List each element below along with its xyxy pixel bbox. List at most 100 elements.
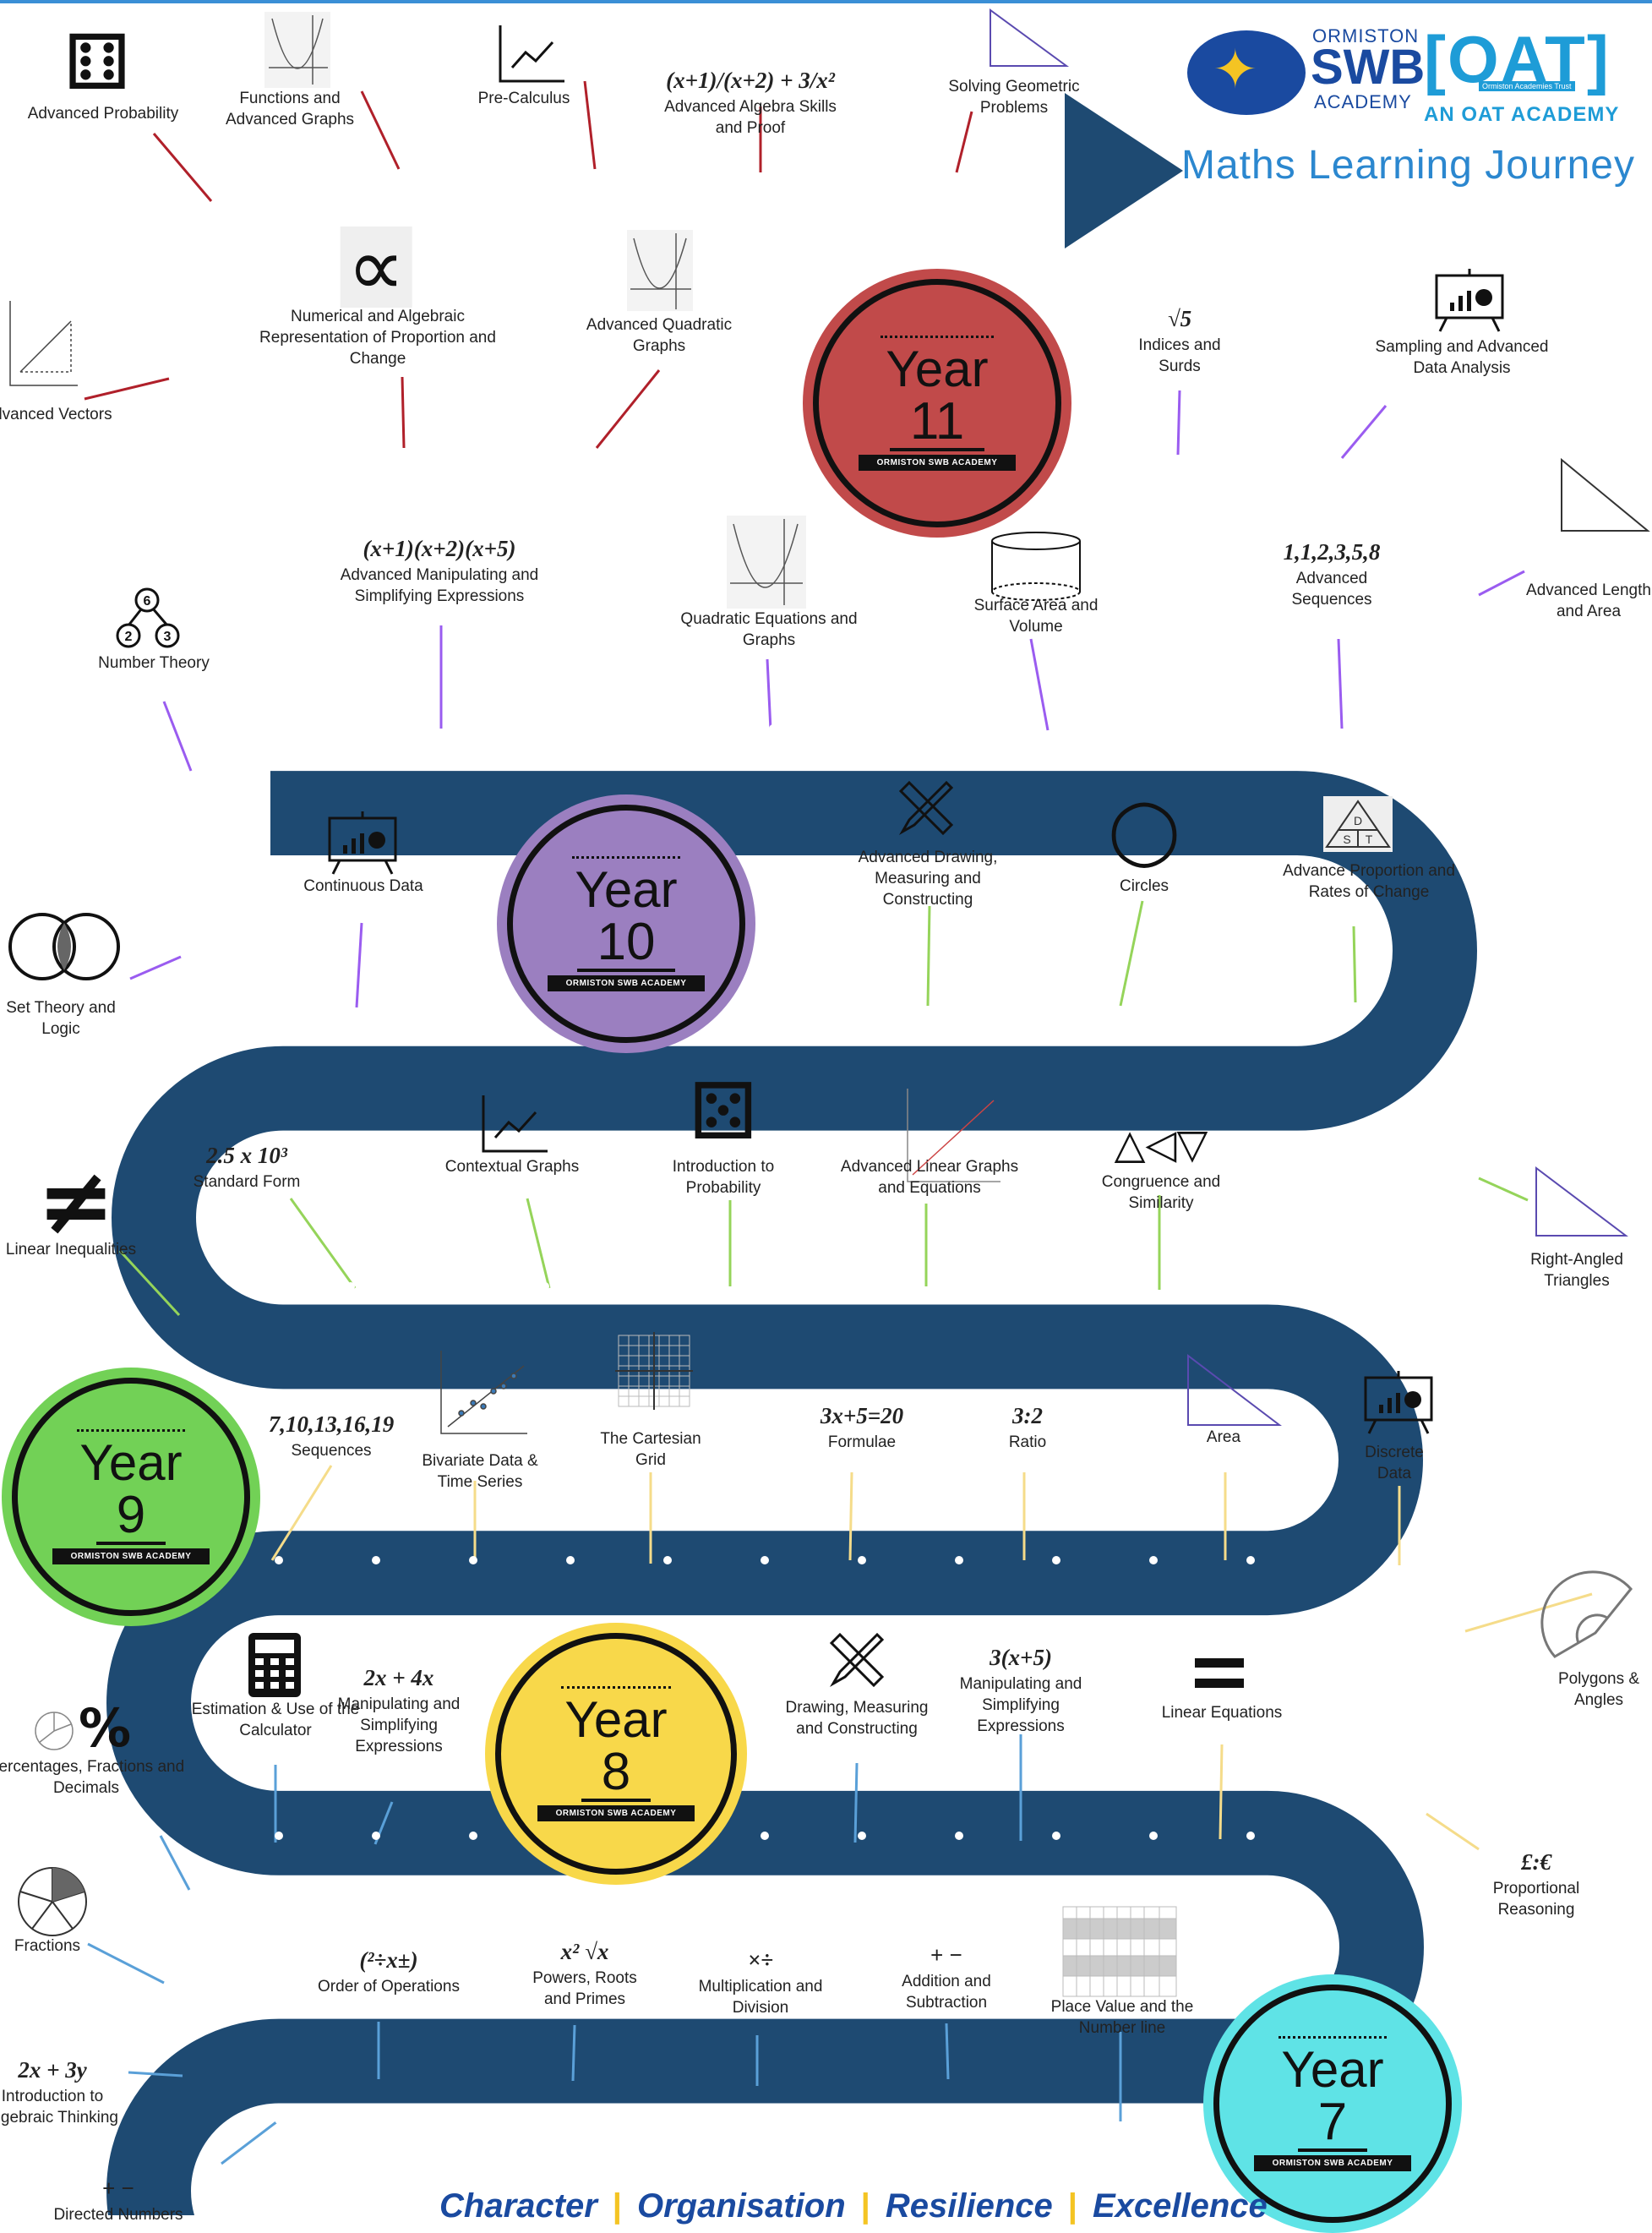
pencil-ruler-icon [898, 780, 954, 836]
topic-label: Continuous Data [296, 876, 431, 897]
svg-text:S: S [1343, 833, 1350, 846]
topic-label: Quadratic Equations and Graphs [668, 609, 870, 651]
presentation-chart-icon [1364, 1371, 1433, 1434]
page-title: Maths Learning Journey [1181, 143, 1635, 188]
svg-text:6: 6 [144, 594, 151, 609]
topic-name: Estimation & Use of the Calculator [191, 1701, 360, 1739]
road-dot [1052, 1556, 1060, 1564]
road-dot [372, 1556, 380, 1564]
protractor-icon [1540, 1570, 1633, 1658]
value-separator: | [860, 2187, 870, 2225]
topic-label: Advanced Linear Graphs and Equations [832, 1156, 1027, 1198]
road-dot [638, 445, 646, 454]
topic-name: Surface Area and Volume [973, 597, 1099, 636]
road-dot [380, 724, 389, 733]
logo-ormiston: ORMISTON [1312, 25, 1420, 46]
connector-line [945, 2023, 950, 2080]
topic-name: Circles [1119, 877, 1169, 895]
year-number: 10 [576, 916, 676, 972]
topic-name: Discrete Data [1365, 1444, 1424, 1482]
topic-name: Formulae [827, 1433, 897, 1451]
topic-name: Drawing, Measuring and Constructing [785, 1699, 929, 1738]
year-label: Year [564, 1691, 668, 1748]
star-icon: ✦ [1213, 39, 1258, 100]
road-dot [930, 1282, 938, 1291]
parabola-graph-icon [627, 230, 693, 311]
road-dot [955, 2116, 963, 2124]
school-value: Resilience [885, 2187, 1053, 2225]
connector-line [526, 1198, 551, 1289]
triangles-icon: △◁▽ [1114, 1121, 1208, 1168]
road-dot [866, 724, 875, 733]
connector-line [360, 90, 401, 170]
topic-formula: 2x + 4x [363, 1665, 434, 1690]
topic-label: Bivariate Data & Time Series [412, 1450, 548, 1493]
proportional-icon: ∝ [340, 227, 412, 308]
pie-chart-icon [35, 1712, 74, 1750]
svg-text:T: T [1366, 833, 1373, 846]
topic-name: Sampling and Advanced Data Analysis [1375, 338, 1549, 377]
topic-name: Contextual Graphs [444, 1158, 580, 1176]
topic-name: Number Theory [98, 654, 210, 672]
road-dot [672, 724, 680, 733]
road-dot [541, 1282, 549, 1291]
logo-academy: ACADEMY [1314, 91, 1412, 112]
topic-name: Ratio [1008, 1433, 1047, 1451]
connector-line [129, 955, 182, 980]
connector-line [571, 2024, 576, 2082]
connector-line [355, 922, 363, 1008]
topic-label: Linear Equations [1142, 1702, 1302, 1723]
road-dot [249, 1003, 258, 1012]
connector-line [1219, 1744, 1224, 1840]
trend-chart-icon [482, 1095, 548, 1153]
topic-formula: √5 [1167, 306, 1192, 331]
topic-name: Percentages, Fractions and Decimals [0, 1758, 185, 1797]
road-dot [372, 2116, 380, 2124]
topic-name: Manipulating and Simplifying Expressions [337, 1695, 461, 1755]
topic-formula: 2.5 x 10³ [206, 1143, 287, 1168]
connector-line [1352, 925, 1357, 1003]
road-dot [955, 1556, 963, 1564]
topic-label: (x+1)(x+2)(x+5)Advanced Manipulating and… [334, 534, 545, 607]
topic-formula: 7,10,13,16,19 [268, 1411, 395, 1437]
factor-tree-icon: 6 2 3 [116, 587, 180, 648]
topic-name: Order of Operations [318, 1978, 460, 1996]
road-dot [663, 1556, 672, 1564]
road-dot [444, 1003, 452, 1012]
topic-label: Circles [1089, 876, 1199, 897]
road-dot [1052, 2116, 1060, 2124]
topic-name: Advanced Linear Graphs and Equations [840, 1158, 1019, 1197]
topic-label: + −Addition and Subtraction [875, 1941, 1018, 2013]
connector-line [84, 377, 170, 401]
road-dot [1221, 1282, 1229, 1291]
topic-name: Indices and Surds [1138, 336, 1221, 375]
equals-icon [1195, 1658, 1244, 1688]
connector-line [955, 111, 973, 173]
connector-line [1337, 638, 1344, 729]
topic-label: 3(x+5)Manipulating and Simplifying Expre… [940, 1643, 1101, 1737]
topic-name: Advanced Length and Area [1526, 581, 1651, 620]
road-dot [566, 1556, 575, 1564]
not-equal-icon: ≠ [36, 1147, 116, 1255]
connector-line [1478, 570, 1525, 597]
road-dot [596, 167, 604, 175]
topic-formula: 2x + 3y [18, 2057, 87, 2083]
road-dot [1149, 1832, 1158, 1840]
topic-name: Set Theory and Logic [6, 999, 116, 1038]
topic-label: Percentages, Fractions and Decimals [0, 1756, 188, 1799]
connector-line [766, 658, 772, 731]
road-dot [984, 167, 993, 175]
topic-label: Pre-Calculus [456, 88, 592, 109]
presentation-chart-icon [1435, 269, 1504, 332]
topic-formula: 3(x+5) [990, 1645, 1052, 1670]
topic-name: Powers, Roots and Primes [532, 1969, 637, 2008]
road-dot [275, 1832, 283, 1840]
year-ribbon: ORMISTON SWB ACADEMY [537, 1805, 695, 1821]
connector-line [162, 701, 193, 772]
road-dot [372, 1832, 380, 1840]
road-dot [346, 445, 355, 454]
